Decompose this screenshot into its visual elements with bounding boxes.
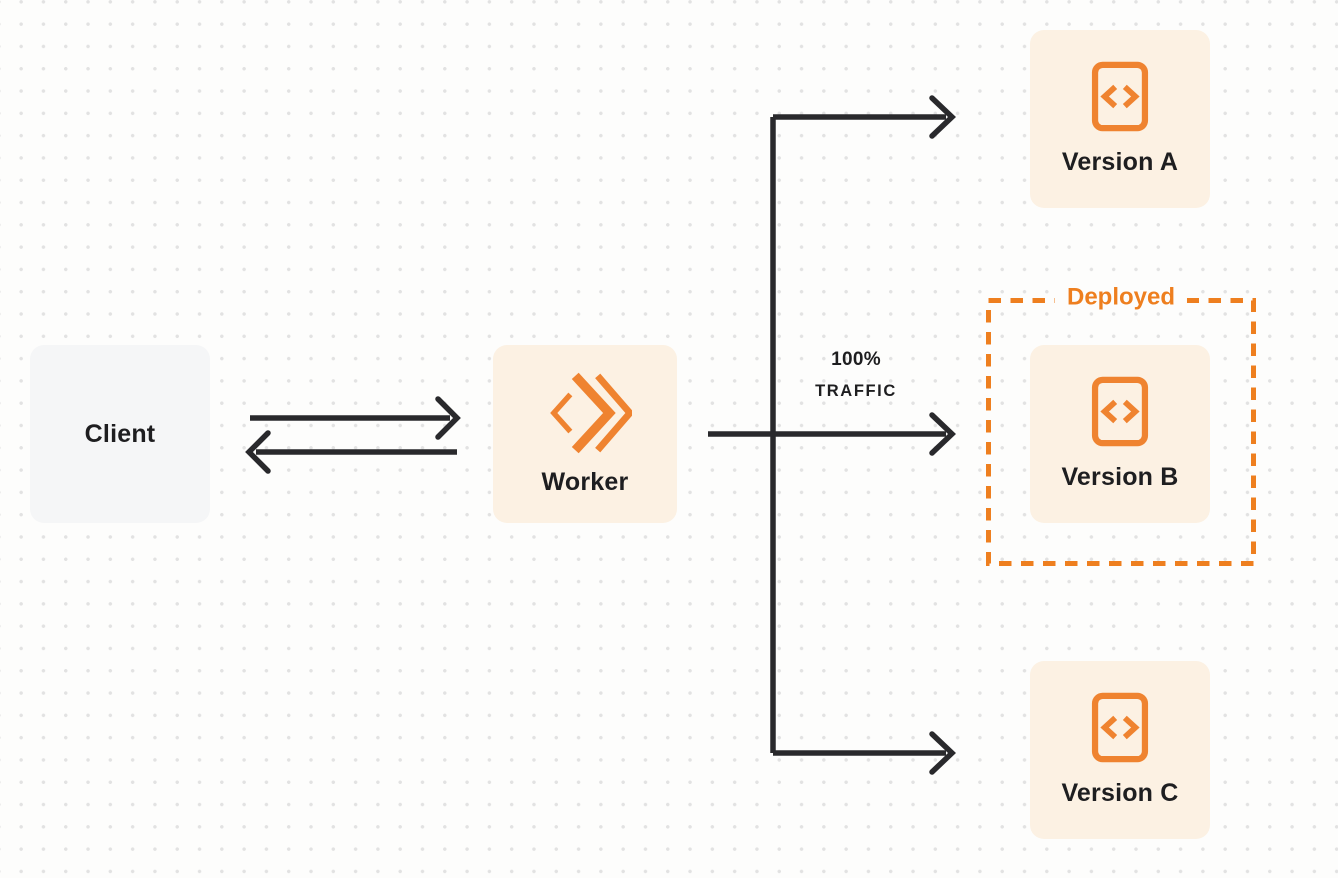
node-worker: Worker	[493, 345, 677, 523]
arrowhead-worker-to-client	[245, 430, 271, 474]
version-b-label: Version B	[1061, 463, 1179, 491]
worker-label: Worker	[541, 467, 629, 496]
arrowhead-version-a	[929, 95, 956, 139]
node-version-b: Version B	[1030, 345, 1210, 523]
version-a-label: Version A	[1061, 148, 1179, 176]
deployed-zone: Deployed	[986, 283, 1256, 566]
traffic-percent-text: 100%	[831, 349, 881, 370]
node-version-a: Version A	[1030, 30, 1210, 208]
code-file-icon	[1091, 376, 1149, 447]
node-version-c: Version C	[1030, 661, 1210, 839]
code-file-icon	[1091, 692, 1149, 763]
version-c-label: Version C	[1061, 779, 1179, 807]
client-label: Client	[84, 419, 156, 448]
code-file-icon	[1091, 61, 1149, 132]
node-client: Client	[30, 345, 210, 523]
workers-double-chevron-icon	[538, 372, 635, 454]
arrowhead-version-b	[929, 412, 956, 456]
traffic-annotation: 100% TRAFFIC	[791, 349, 921, 401]
deployed-label: Deployed	[1054, 283, 1188, 312]
arrowhead-version-c	[929, 731, 956, 775]
arrowhead-client-to-worker	[435, 396, 461, 440]
traffic-word-text: TRAFFIC	[815, 382, 897, 400]
